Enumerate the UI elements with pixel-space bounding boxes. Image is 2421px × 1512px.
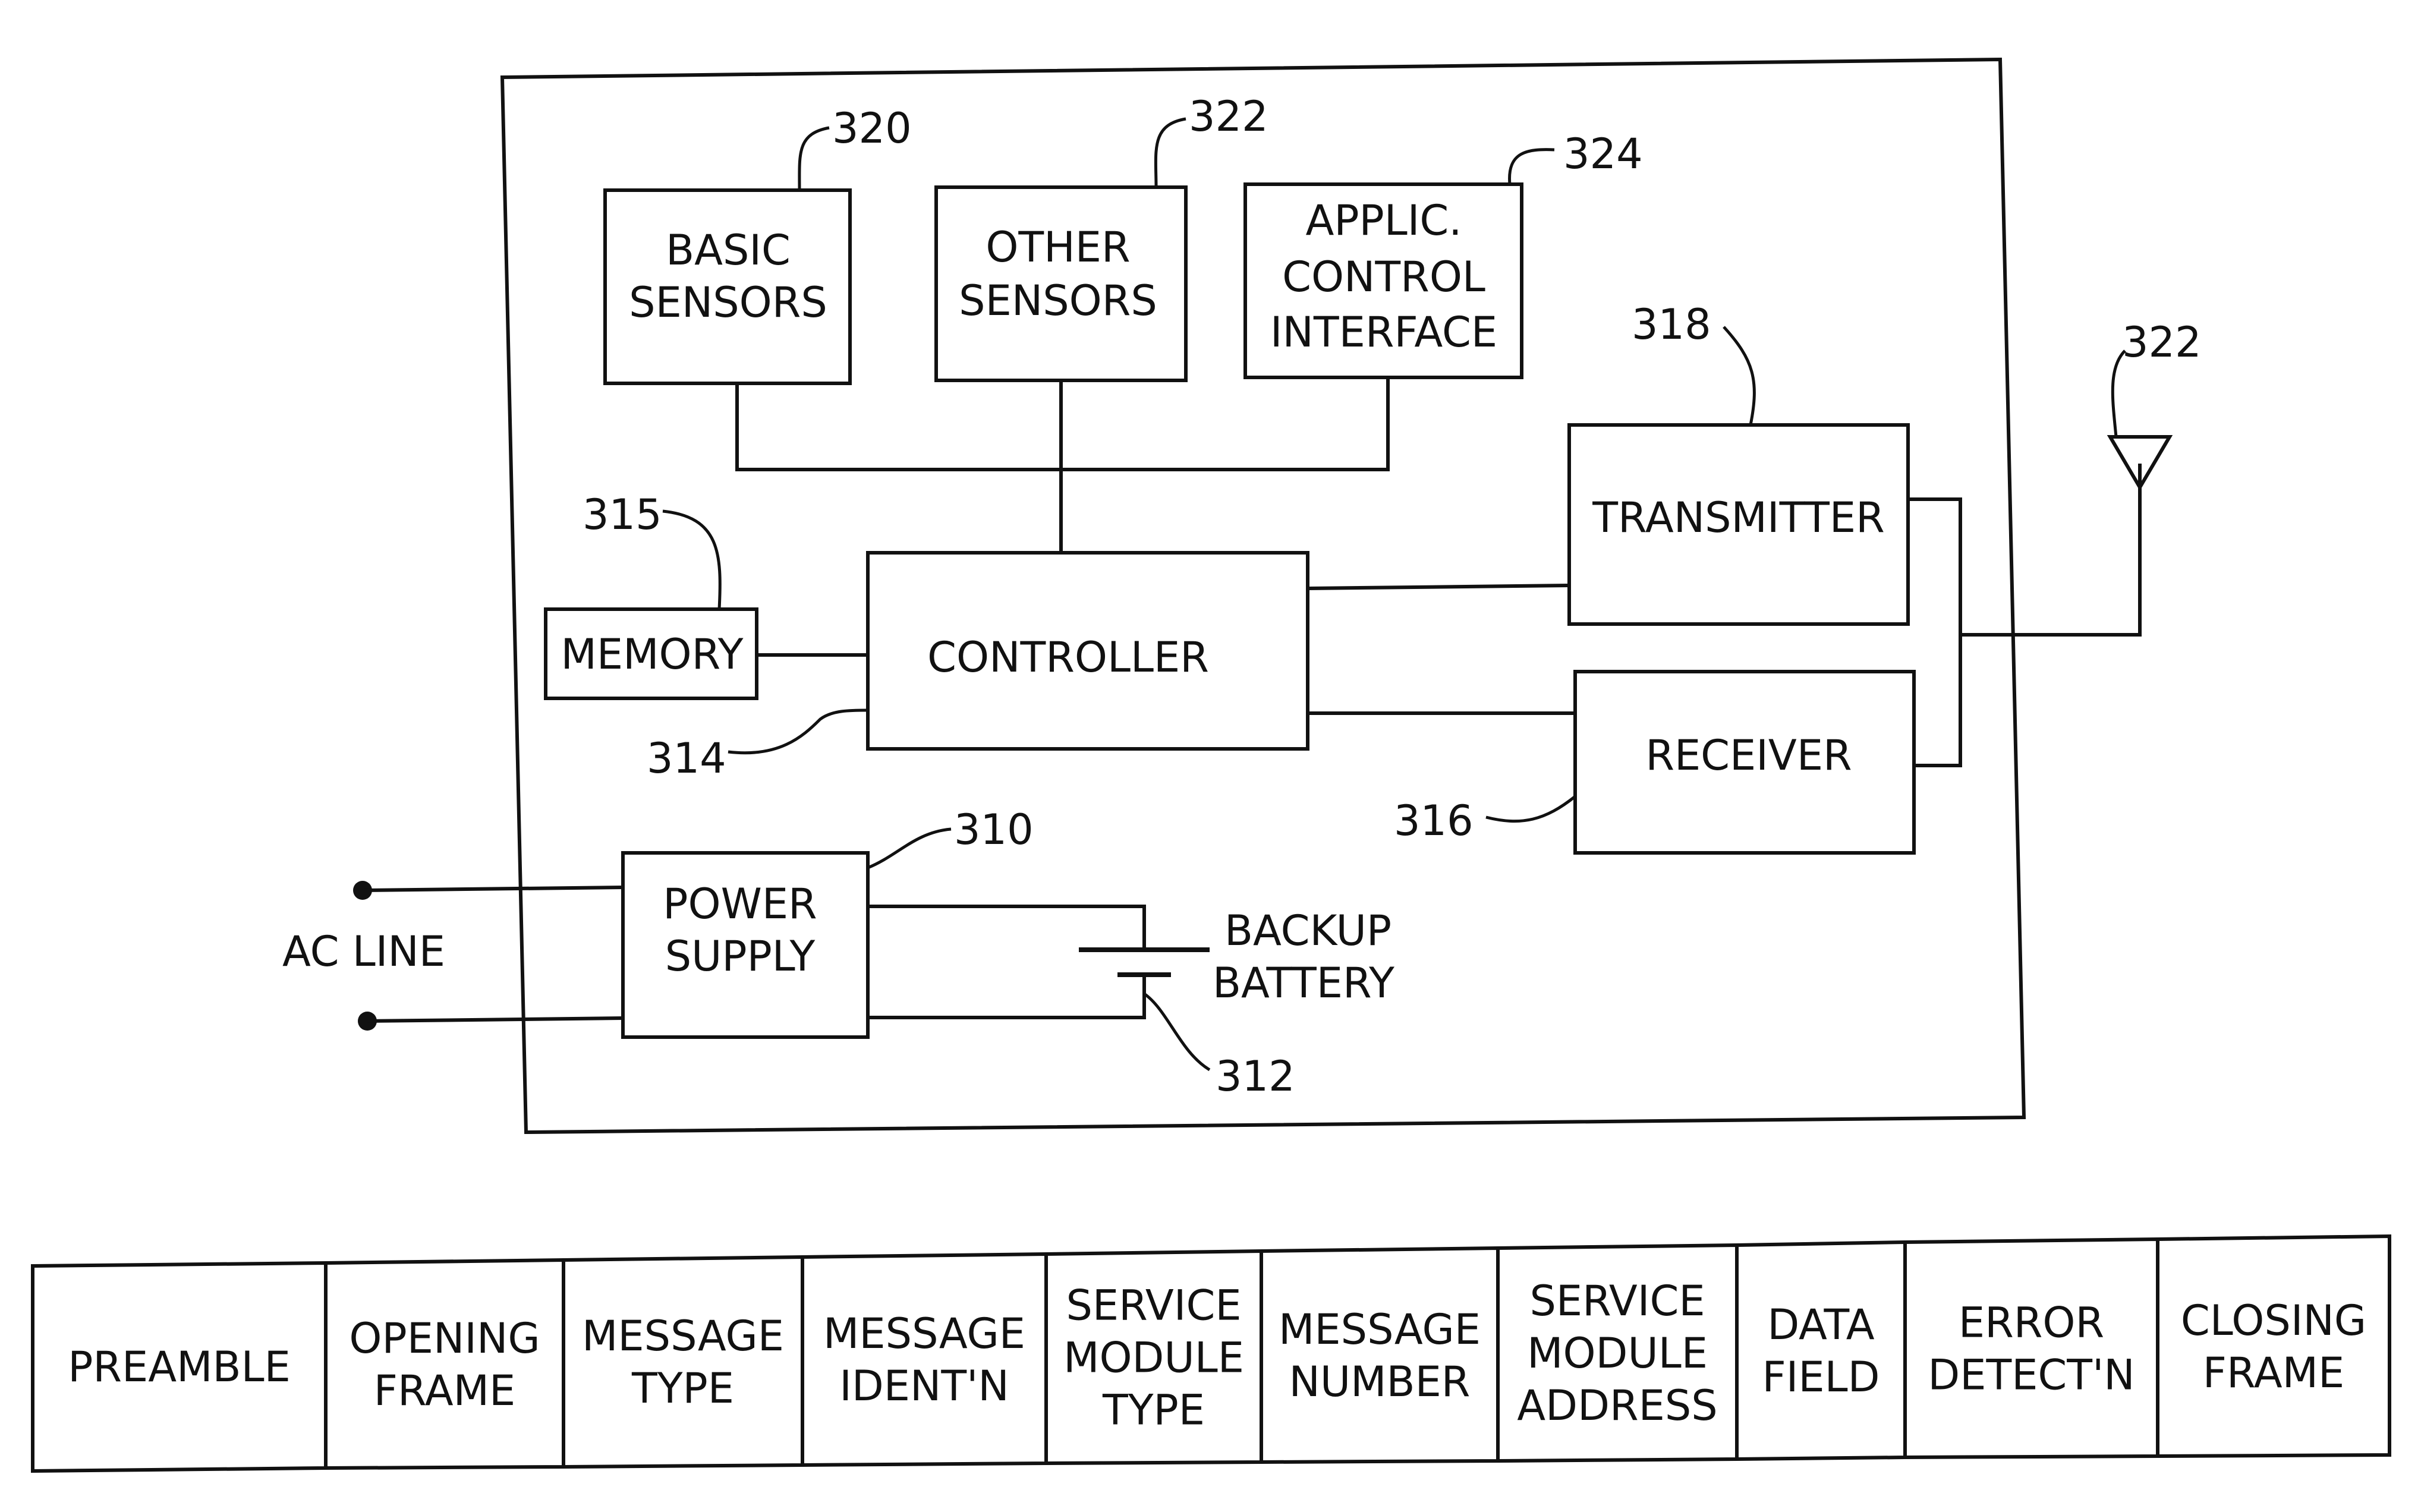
power-supply-line-1: POWER [663,880,817,928]
other-sensors-line-1: OTHER [986,223,1130,272]
ref-316: 316 [1394,796,1474,845]
ref-310: 310 [954,805,1034,854]
frame-field-9-line-1: FRAME [2203,1349,2345,1397]
applic-control-line-3: INTERFACE [1270,308,1497,357]
frame-field-2-line-0: MESSAGE [582,1312,784,1360]
frame-field-6-line-1: MODULE [1527,1329,1708,1378]
controller-label: CONTROLLER [927,633,1209,682]
frame-field-3-line-0: MESSAGE [823,1309,1025,1358]
backup-battery-line-2: BATTERY [1213,959,1394,1007]
frame-field-2-line-1: TYPE [631,1364,734,1413]
ref-314: 314 [647,734,726,783]
frame-field-9-line-0: CLOSING [2181,1296,2366,1345]
frame-field-8-line-1: DETECT'N [1928,1350,2134,1399]
frame-field-4-line-2: TYPE [1102,1385,1205,1434]
frame-field-6-line-0: SERVICE [1529,1277,1705,1325]
frame-field-7-line-1: FIELD [1762,1353,1879,1401]
ref-312: 312 [1216,1052,1295,1101]
antenna-icon [2110,437,2170,487]
frame-field-5-line-0: MESSAGE [1279,1305,1481,1354]
transmitter-label: TRANSMITTER [1592,493,1884,542]
ref-320: 320 [832,104,912,153]
memory-label: MEMORY [561,630,743,679]
frame-field-1-line-1: FRAME [374,1366,516,1415]
frame-field-5-line-1: NUMBER [1289,1357,1471,1406]
frame-field-6-line-2: ADDRESS [1517,1381,1717,1430]
ac-line-label: AC LINE [282,927,445,976]
power-supply-line-2: SUPPLY [665,932,816,981]
other-sensors-line-2: SENSORS [959,276,1157,325]
frame-field-4-line-0: SERVICE [1066,1281,1241,1330]
frame-field-7-line-0: DATA [1767,1300,1874,1349]
basic-sensors-line-1: BASIC [666,226,791,275]
backup-battery-line-1: BACKUP [1224,906,1391,955]
ref-324: 324 [1563,130,1643,178]
receiver-label: RECEIVER [1645,731,1852,780]
basic-sensors-line-2: SENSORS [629,278,827,327]
message-frame-table: PREAMBLEOPENINGFRAMEMESSAGETYPEMESSAGEID… [33,1236,2389,1471]
frame-field-8-line-0: ERROR [1959,1298,2104,1347]
frame-field-0-line-0: PREAMBLE [68,1343,291,1391]
ref-322-antenna: 322 [2122,318,2202,367]
applic-control-line-1: APPLIC. [1305,196,1462,245]
ref-318: 318 [1632,300,1711,349]
ref-322-sensors: 322 [1189,92,1268,141]
frame-field-3-line-1: IDENT'N [839,1362,1009,1410]
applic-control-line-2: CONTROL [1282,253,1485,301]
ref-315: 315 [583,490,662,539]
frame-field-4-line-1: MODULE [1063,1333,1244,1382]
frame-field-1-line-0: OPENING [349,1314,540,1363]
